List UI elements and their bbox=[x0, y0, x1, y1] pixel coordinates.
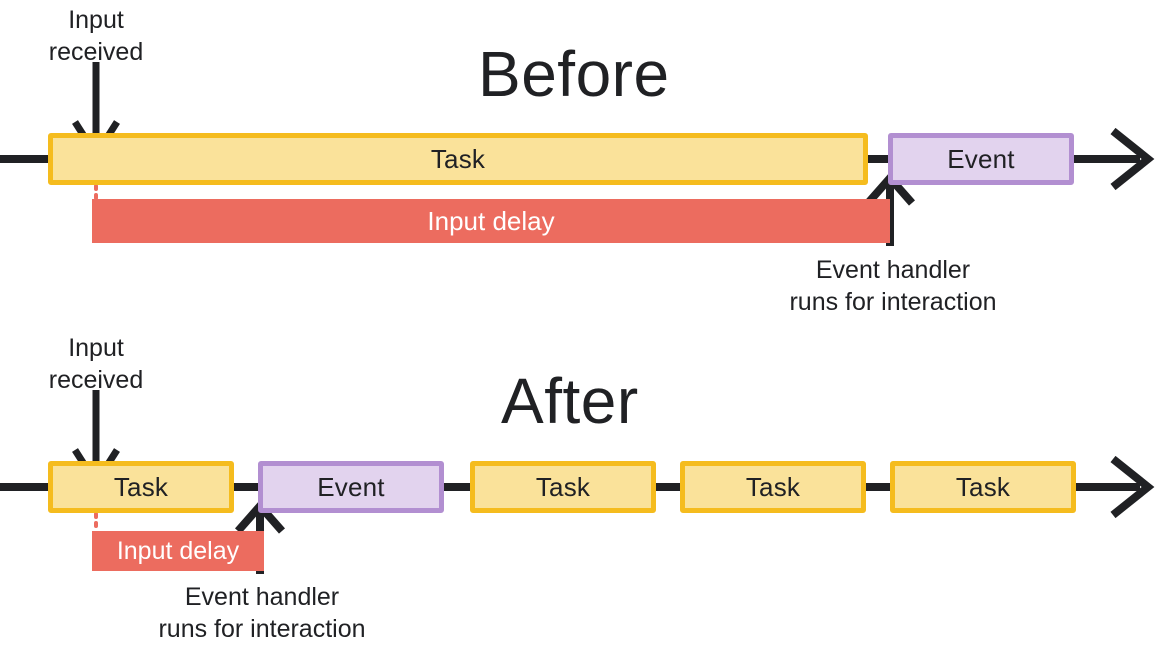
after-task-label-1: Task bbox=[113, 472, 169, 502]
after-task-label-4: Task bbox=[955, 472, 1011, 502]
after-task-label-3: Task bbox=[745, 472, 801, 502]
after-input-received-label: Input received bbox=[30, 332, 162, 396]
before-input-received-line1: Input bbox=[68, 6, 124, 34]
after-input-delay-bar[interactable]: Input delay bbox=[92, 531, 264, 571]
before-input-delay-bar[interactable]: Input delay bbox=[92, 199, 890, 243]
after-task-box-3[interactable]: Task bbox=[680, 461, 866, 513]
after-task-box-1[interactable]: Task bbox=[48, 461, 234, 513]
after-input-received-line1: Input bbox=[68, 334, 124, 362]
after-task-box-4[interactable]: Task bbox=[890, 461, 1076, 513]
before-event-box[interactable]: Event bbox=[888, 133, 1074, 185]
before-input-delay-label: Input delay bbox=[427, 206, 555, 236]
before-task-box[interactable]: Task bbox=[48, 133, 868, 185]
after-event-handler-line1: Event handler bbox=[184, 583, 340, 611]
before-event-handler-line2: runs for interaction bbox=[789, 288, 997, 316]
after-event-handler-line2: runs for interaction bbox=[158, 615, 366, 643]
section-title-after: After bbox=[501, 365, 639, 437]
after-input-received-line2: received bbox=[48, 366, 144, 394]
after-event-box[interactable]: Event bbox=[258, 461, 444, 513]
section-title-before: Before bbox=[478, 38, 670, 110]
after-task-box-2[interactable]: Task bbox=[470, 461, 656, 513]
before-event-handler-caption: Event handler runs for interaction bbox=[643, 254, 1143, 318]
after-task-label-2: Task bbox=[535, 472, 591, 502]
after-event-handler-caption: Event handler runs for interaction bbox=[12, 581, 512, 645]
before-task-label: Task bbox=[430, 144, 486, 174]
before-event-label: Event bbox=[947, 144, 1015, 174]
before-input-received-line2: received bbox=[48, 38, 144, 66]
before-event-handler-line1: Event handler bbox=[815, 256, 971, 284]
after-event-label: Event bbox=[317, 472, 385, 502]
after-input-delay-label: Input delay bbox=[116, 536, 240, 565]
before-input-received-label: Input received bbox=[30, 4, 162, 68]
